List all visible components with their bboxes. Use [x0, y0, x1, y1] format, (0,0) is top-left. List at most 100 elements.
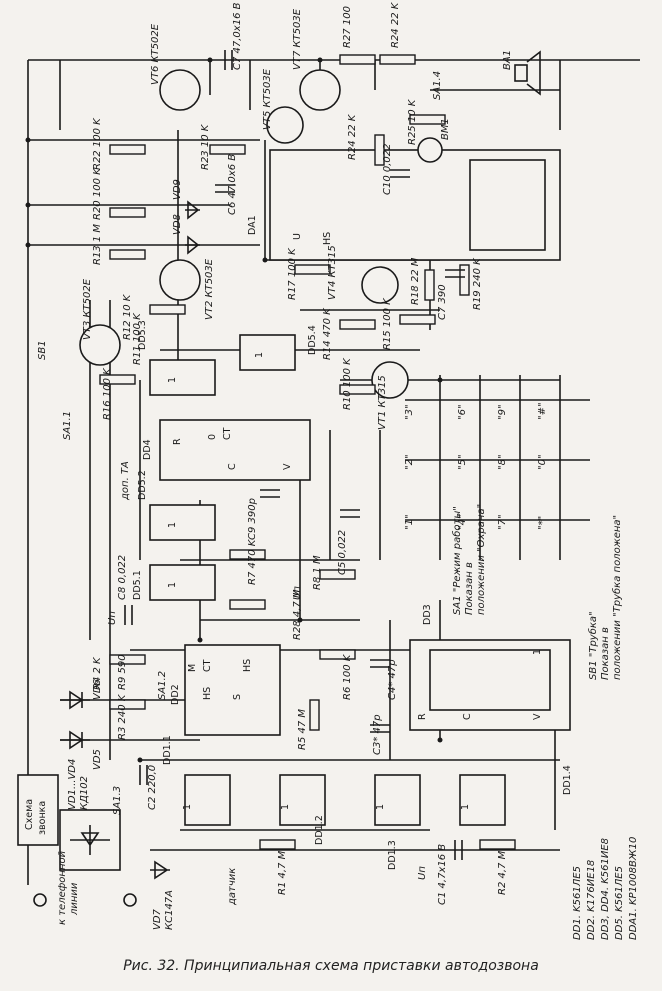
svg-text:VD1...VD4: VD1...VD4: [67, 759, 78, 810]
svg-text:Схема: Схема: [24, 799, 35, 830]
key-hash: "#": [537, 402, 548, 420]
label-r19: R19 240 K: [472, 257, 483, 310]
gate-dd5-1-label: DD5.1: [132, 570, 143, 600]
microphone-bm1: [417, 137, 443, 163]
label-r18: R18 22 M: [410, 257, 421, 305]
svg-text:КС147А: КС147А: [164, 890, 175, 930]
label-r17: R17 100 K: [287, 247, 298, 300]
label-r28: R28 4,7 M: [292, 589, 303, 640]
label-r27: R27 100: [342, 6, 353, 48]
svg-text:датчик: датчик: [227, 868, 238, 906]
gate-dd1-4: 1 DD1.4: [459, 765, 573, 826]
svg-text:U: U: [292, 233, 303, 240]
gate-dd5-4: 1 DD5.4: [239, 325, 318, 371]
transistor-vt7: [299, 69, 341, 111]
transistors: [79, 69, 409, 399]
gate-dd5-2-label: DD5.2: [137, 470, 148, 500]
key-0: "0": [537, 454, 548, 470]
svg-text:V: V: [282, 463, 293, 470]
ring-circuit-box: Схема звонка: [17, 774, 59, 846]
key-7: "7": [497, 514, 508, 530]
capacitors: [124, 50, 465, 860]
svg-text:1: 1: [375, 804, 386, 810]
transistor-vt3: [79, 324, 121, 366]
label-c2: C2 220,0: [147, 765, 158, 810]
svg-text:M: M: [187, 664, 198, 672]
label-r25: R25 10 K: [407, 98, 418, 145]
diode-bridge: [59, 809, 121, 871]
label-vt2: VT2 КТ503Е: [204, 258, 215, 320]
misc-labels: BA1 BM1 SA1.4 SB1 SA1.1 доп. ТА SA1.2 VD…: [37, 50, 513, 930]
svg-text:VD8: VD8: [172, 214, 183, 235]
chip-dd2: DD2 CT HS HS S M: [170, 644, 281, 736]
label-r7: R7 470 K: [247, 538, 258, 585]
svg-text:BA1: BA1: [502, 50, 513, 70]
chip-dd3: DD3 R C V 1: [409, 604, 571, 731]
svg-text:1: 1: [167, 582, 178, 588]
resistors: [99, 54, 516, 850]
svg-text:VD5: VD5: [92, 749, 103, 770]
transistor-vt1: [371, 361, 409, 399]
key-star: "*": [537, 516, 548, 530]
ic-list-5: DDA1. KP1008ВЖ10: [628, 837, 639, 940]
phone-line-terminals: [33, 893, 137, 907]
svg-text:1: 1: [532, 649, 543, 655]
note-sa1: SA1 "Режим работы": [451, 506, 463, 615]
label-vt5: VT5 КТ503Е: [262, 68, 273, 130]
label-r23: R23 10 K: [200, 123, 211, 170]
svg-text:V: V: [532, 713, 543, 720]
label-c6: C6 47,0x6 В: [227, 154, 238, 215]
label-c10: C10 0,022: [382, 143, 393, 195]
chip-da1-label: DA1: [247, 215, 258, 235]
label-r8: R8 1 M: [312, 555, 323, 590]
svg-text:линии: линии: [69, 882, 80, 916]
chip-dd3-label: DD3: [422, 604, 433, 625]
label-r9: R9 590: [117, 654, 128, 690]
keypad-labels: "3" "6" "9" "#" "2" "5" "8" "0" "1" "4" …: [404, 402, 548, 530]
mode-notes: SA1 "Режим работы" Показан в положении "…: [451, 504, 623, 680]
label-c5: C5 0,022: [337, 530, 348, 575]
note-sa1-pos2: положении "Охрана": [476, 504, 487, 615]
svg-text:R: R: [172, 438, 183, 445]
svg-text:SB1: SB1: [37, 340, 48, 360]
label-r6: R6 100 K: [342, 653, 353, 700]
key-6: "6": [457, 404, 468, 420]
label-c8: C8 0,022: [117, 555, 128, 600]
svg-text:CT: CT: [222, 427, 233, 440]
chip-da1: DA1 U HS: [247, 149, 561, 261]
svg-text:к телефонной: к телефонной: [57, 850, 68, 925]
label-c4: C4* 47p: [387, 659, 398, 700]
note-sb1: SB1 "Трубка": [587, 611, 599, 680]
svg-text:SA1.2: SA1.2: [157, 671, 168, 700]
label-r15: R15 100 K: [382, 297, 393, 350]
svg-text:S: S: [232, 694, 243, 700]
figure-caption: Рис. 32. Принципиальная схема приставки …: [123, 958, 539, 974]
transistor-vt2: [159, 259, 201, 301]
gate-dd5-2: 1 DD5.2: [137, 470, 216, 541]
svg-text:SA1.1: SA1.1: [62, 411, 73, 440]
label-r4: R4 2 K: [92, 656, 103, 690]
ic-list-1: DD1. K561ЛЕ5: [572, 866, 583, 940]
component-labels: VT6 КТ502Е C7 47,0x16 В VT7 КТ503Е R27 1…: [82, 1, 508, 905]
svg-text:R: R: [417, 713, 428, 720]
label-r24b: R24 22 K: [347, 113, 358, 160]
transistor-vt4: [361, 266, 399, 304]
transistor-vt6: [159, 69, 201, 111]
gate-dd1-2: 1 DD1.2: [279, 774, 326, 845]
diodes: [60, 200, 200, 880]
label-vt6: VT6 КТ502Е: [150, 23, 161, 85]
svg-text:C: C: [227, 463, 238, 470]
key-8: "8": [497, 454, 508, 470]
key-3: "3": [404, 404, 415, 420]
label-r16: R16 100 K: [102, 367, 113, 420]
label-r12: R12 10 K: [122, 293, 133, 340]
gate-dd5-1: 1 DD5.1: [132, 564, 216, 601]
label-r10: R10 100 K: [342, 357, 353, 410]
label-vt4: VT4 КТ315: [327, 245, 338, 300]
key-4: "4": [457, 514, 468, 530]
svg-text:доп. ТА: доп. ТА: [120, 461, 131, 501]
transistor-vt5: [266, 106, 304, 144]
svg-text:1: 1: [167, 522, 178, 528]
